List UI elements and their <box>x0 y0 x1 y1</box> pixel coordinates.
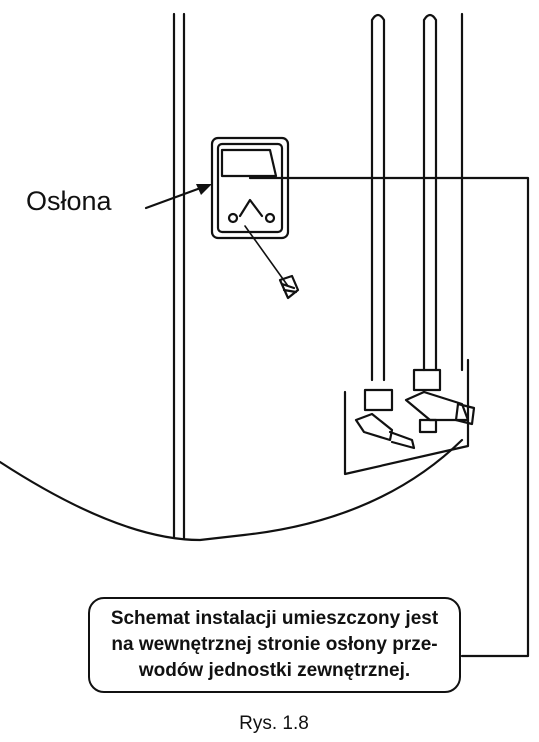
valve-right-cap <box>454 402 476 426</box>
note-line-3: wodów jednostki zewnętrznej. <box>138 660 411 681</box>
pipe-right <box>422 13 438 372</box>
pipe-left <box>370 13 386 382</box>
note-line-2: na wewnętrznej stronie osłony prze- <box>111 634 438 655</box>
screw <box>278 274 300 300</box>
pointer-arrowhead <box>196 184 212 195</box>
note-line-1: Schemat instalacji umieszczony jest <box>110 608 439 629</box>
cover-screw-hole-left <box>227 212 239 224</box>
unit-bottom-edge <box>0 438 464 542</box>
valve-panel <box>343 358 470 476</box>
leader-line <box>248 176 530 658</box>
cover-label: Osłona <box>26 186 112 216</box>
cover-outer <box>210 136 290 240</box>
figure-caption: Rys. 1.8 <box>239 713 309 734</box>
cover-flap <box>220 148 278 178</box>
pointer-line <box>144 184 208 210</box>
screw-guide-line <box>244 225 289 287</box>
valve-right-body <box>404 368 470 422</box>
cover-screw-hole-right <box>264 212 276 224</box>
note-text: Schemat instalacji umieszczony jest na w… <box>111 606 438 684</box>
valve-left-body <box>354 388 394 442</box>
note-box: Schemat instalacji umieszczony jest na w… <box>88 597 461 693</box>
valve-right-stem <box>418 418 438 434</box>
cover-clip <box>238 198 264 218</box>
valve-left-stem <box>388 430 416 450</box>
